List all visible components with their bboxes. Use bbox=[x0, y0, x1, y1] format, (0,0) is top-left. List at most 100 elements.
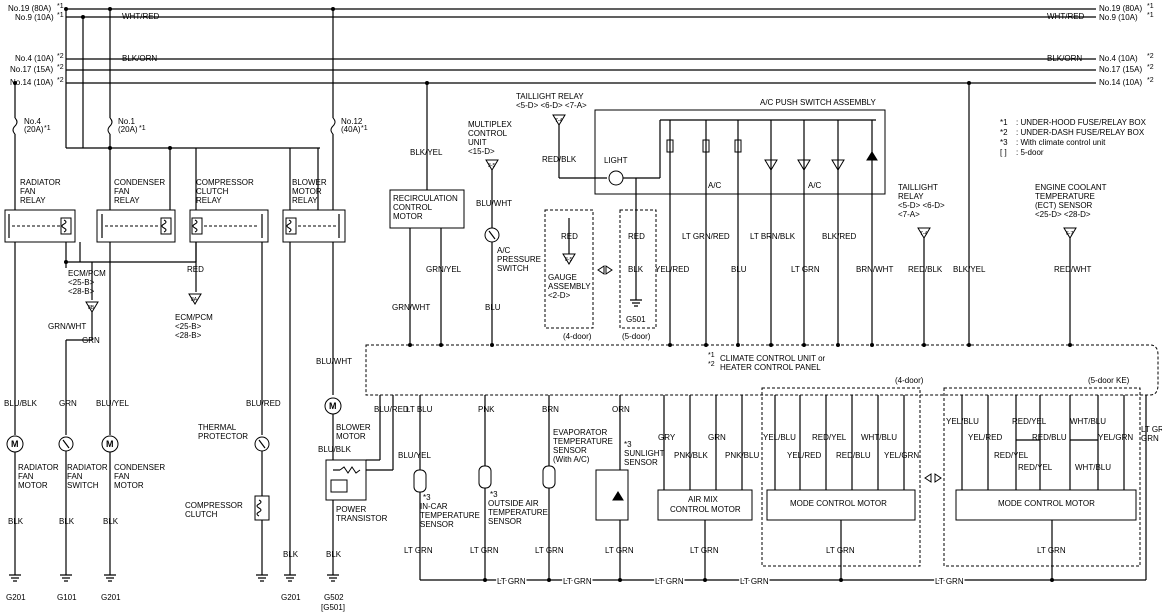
svg-text:(20A): (20A) bbox=[118, 125, 138, 134]
svg-text:BLK/RED: BLK/RED bbox=[822, 232, 856, 241]
svg-text:RED: RED bbox=[561, 232, 578, 241]
legend-2: : UNDER-DASH FUSE/RELAY BOX bbox=[1016, 128, 1145, 137]
power-labels-left: No.19 (80A) *1 No.9 (10A) *1 No.4 (10A) … bbox=[8, 3, 160, 87]
svg-text:ORN: ORN bbox=[612, 405, 630, 414]
svg-text:MODE CONTROL MOTOR: MODE CONTROL MOTOR bbox=[790, 499, 887, 508]
ect-sensor: ENGINE COOLANT TEMPERATURE (ECT) SENSOR … bbox=[1035, 183, 1107, 345]
svg-text:MOTOR: MOTOR bbox=[336, 432, 366, 441]
svg-text:RED: RED bbox=[187, 265, 204, 274]
compressor-clutch-relay: COMPRESSOR CLUTCH RELAY bbox=[189, 178, 269, 243]
svg-text:GRN: GRN bbox=[708, 433, 726, 442]
svg-text:*3: *3 bbox=[1000, 138, 1008, 147]
svg-text:RELAY: RELAY bbox=[292, 196, 318, 205]
svg-text:CONTROL MOTOR: CONTROL MOTOR bbox=[670, 505, 741, 514]
bus-no4-left-sup: *2 bbox=[57, 53, 64, 60]
svg-text:M: M bbox=[106, 439, 114, 449]
blower-motor-relay: BLOWER MOTOR RELAY bbox=[282, 178, 346, 243]
svg-text:*2: *2 bbox=[1000, 128, 1008, 137]
bus-no4-right-sup: *2 bbox=[1147, 53, 1154, 60]
svg-text:3-5: 3-5 bbox=[488, 163, 495, 169]
svg-text:G201: G201 bbox=[281, 593, 301, 602]
svg-text:<28-B>: <28-B> bbox=[68, 287, 95, 296]
svg-text:GAUGE: GAUGE bbox=[548, 273, 577, 282]
svg-text:YEL/GRN: YEL/GRN bbox=[1098, 433, 1133, 442]
svg-text:G502: G502 bbox=[324, 593, 344, 602]
svg-text:TAILLIGHT RELAY: TAILLIGHT RELAY bbox=[516, 92, 584, 101]
svg-text:SENSOR: SENSOR bbox=[624, 458, 658, 467]
legend: *1: UNDER-HOOD FUSE/RELAY BOX *2: UNDER-… bbox=[1000, 118, 1147, 157]
legend-4: : 5-door bbox=[1016, 148, 1044, 157]
sunlight-sensor: ORN *3 SUNLIGHT SENSOR LT GRN bbox=[595, 395, 665, 580]
svg-text:CLIMATE CONTROL UNIT or: CLIMATE CONTROL UNIT or bbox=[720, 354, 826, 363]
bus-no14-right: No.14 (10A) bbox=[1099, 78, 1142, 87]
svg-text:7-4: 7-4 bbox=[920, 231, 927, 237]
wire-grn: GRN bbox=[82, 336, 100, 345]
svg-text:FAN: FAN bbox=[20, 187, 36, 196]
svg-text:UNIT: UNIT bbox=[468, 138, 487, 147]
svg-text:(4-door): (4-door) bbox=[563, 332, 592, 341]
fuse-drops: No.4 (20A) *1 No.1 (20A) *1 No.12 (40A) … bbox=[12, 7, 368, 210]
bus-no9-right-sup: *1 bbox=[1147, 12, 1154, 19]
svg-text:BLU/WHT: BLU/WHT bbox=[476, 199, 512, 208]
svg-text:BLK: BLK bbox=[628, 265, 644, 274]
svg-text:FAN: FAN bbox=[67, 472, 83, 481]
bus-no9-right: No.9 (10A) bbox=[1099, 13, 1138, 22]
svg-text:BLK/YEL: BLK/YEL bbox=[953, 265, 986, 274]
condenser-fan-motor: BLU/YEL M CONDENSER FAN MOTOR BLK bbox=[96, 399, 165, 575]
bus-no19-right-sup: *1 bbox=[1147, 3, 1154, 10]
svg-text:BLU/RED: BLU/RED bbox=[374, 405, 409, 414]
svg-text:ECM/PCM: ECM/PCM bbox=[68, 269, 106, 278]
svg-text:AIR MIX: AIR MIX bbox=[688, 495, 718, 504]
svg-text:RED/BLU: RED/BLU bbox=[1032, 433, 1067, 442]
svg-text:RED/YEL: RED/YEL bbox=[812, 433, 847, 442]
svg-text:BLK/YEL: BLK/YEL bbox=[410, 148, 443, 157]
recirculation-control-motor: BLK/YEL RECIRCULATION CONTROL MOTOR GRN/… bbox=[389, 81, 465, 345]
svg-text:BLU/BLK: BLU/BLK bbox=[4, 399, 38, 408]
svg-text:LT GRN: LT GRN bbox=[563, 577, 592, 586]
fuse-no12: No.12 bbox=[341, 117, 363, 126]
outside-air-sensor: PNK *3 OUTSIDE AIR TEMPERATURE SENSOR LT… bbox=[470, 395, 548, 580]
radiator-fan-switch: GRN RADIATOR FAN SWITCH BLK bbox=[58, 399, 108, 575]
svg-text:LT GRN: LT GRN bbox=[826, 546, 855, 555]
svg-text:BLK: BLK bbox=[103, 517, 119, 526]
svg-text:ECM/PCM: ECM/PCM bbox=[175, 313, 213, 322]
svg-text:<2-D>: <2-D> bbox=[548, 291, 571, 300]
svg-text:<7-A>: <7-A> bbox=[898, 210, 920, 219]
svg-text:RED/WHT: RED/WHT bbox=[1054, 265, 1091, 274]
wire-wht-red-right: WHT/RED bbox=[1047, 12, 1085, 21]
svg-text:GRN: GRN bbox=[59, 399, 77, 408]
svg-text:BLK: BLK bbox=[59, 517, 75, 526]
svg-text:[ ]: [ ] bbox=[1000, 148, 1007, 157]
radiator-fan-relay: RADIATOR FAN RELAY bbox=[4, 178, 76, 243]
svg-text:ASSEMBLY: ASSEMBLY bbox=[548, 282, 591, 291]
svg-text:M: M bbox=[329, 401, 337, 411]
svg-text:LT GRN: LT GRN bbox=[404, 546, 433, 555]
svg-text:YEL/RED: YEL/RED bbox=[787, 451, 821, 460]
svg-text:PNK: PNK bbox=[478, 405, 495, 414]
power-labels-right: No.19 (80A) *1 No.9 (10A) *1 No.4 (10A) … bbox=[1047, 3, 1154, 87]
ecm-pcm-b: RED 8A ECM/PCM <25-B> <28-B> bbox=[175, 265, 213, 340]
svg-text:FAN: FAN bbox=[114, 472, 130, 481]
svg-text:<25-B>: <25-B> bbox=[68, 278, 95, 287]
svg-text:RADIATOR: RADIATOR bbox=[20, 178, 61, 187]
condenser-fan-relay: CONDENSER FAN RELAY bbox=[96, 178, 176, 243]
svg-text:RELAY: RELAY bbox=[898, 192, 924, 201]
svg-text:(20A): (20A) bbox=[24, 125, 44, 134]
svg-text:RADIATOR: RADIATOR bbox=[18, 463, 59, 472]
svg-text:BLU: BLU bbox=[731, 265, 747, 274]
ac-push-switch-assembly: A/C PUSH SWITCH ASSEMBLY LIGHT A/C A/C Y… bbox=[594, 98, 893, 345]
svg-text:RED/YEL: RED/YEL bbox=[994, 451, 1029, 460]
legend-1: : UNDER-HOOD FUSE/RELAY BOX bbox=[1016, 118, 1147, 127]
svg-text:BLU/YEL: BLU/YEL bbox=[398, 451, 431, 460]
svg-text:BLOWER: BLOWER bbox=[336, 423, 371, 432]
svg-text:CLUTCH: CLUTCH bbox=[185, 510, 218, 519]
svg-text:BRN/WHT: BRN/WHT bbox=[856, 265, 893, 274]
svg-text:TEMPERATURE: TEMPERATURE bbox=[553, 437, 613, 446]
in-car-sensor: LT BLU *3 IN-CAR TEMPERATURE SENSOR LT G… bbox=[404, 395, 480, 580]
svg-text:(With A/C): (With A/C) bbox=[553, 455, 590, 464]
svg-text:SENSOR: SENSOR bbox=[488, 517, 522, 526]
svg-text:SWITCH: SWITCH bbox=[67, 481, 99, 490]
svg-text:RED/BLK: RED/BLK bbox=[908, 265, 943, 274]
svg-text:BLU/WHT: BLU/WHT bbox=[316, 357, 352, 366]
